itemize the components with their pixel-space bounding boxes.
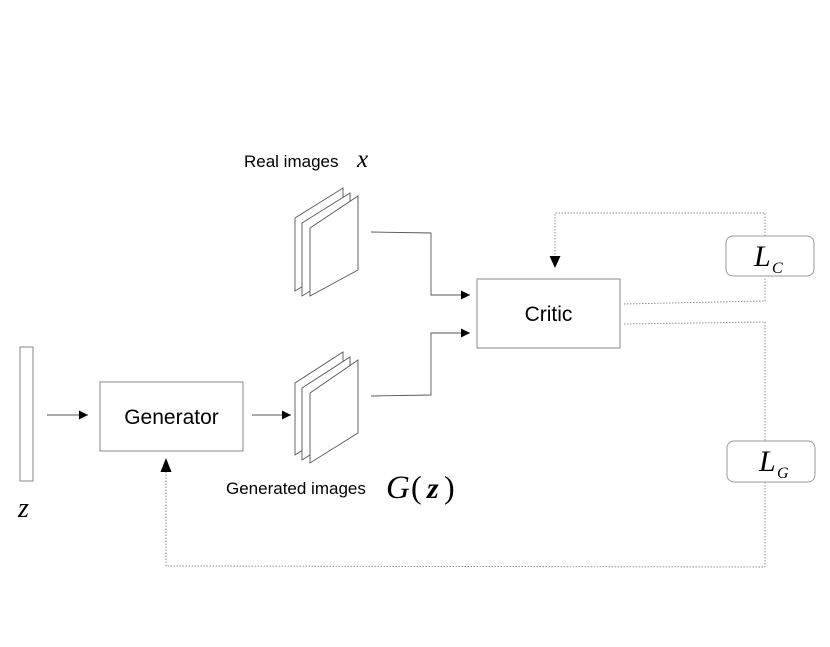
generator-label: Generator xyxy=(124,406,219,429)
loss-generator-base: L xyxy=(758,445,776,478)
latent-vector xyxy=(19,346,34,482)
lc-feedback-arrowhead xyxy=(549,256,561,268)
lg-feedback-line xyxy=(165,468,766,568)
generated-images-close-paren: ) xyxy=(444,469,455,505)
generated-images-stack xyxy=(294,351,359,464)
generated-images-label: Generated images xyxy=(226,479,366,498)
lg-feedback-arrowhead xyxy=(160,458,172,472)
loss-generator-subscript: G xyxy=(777,465,789,482)
real-images-label: Real images xyxy=(244,152,339,171)
latent-symbol: z xyxy=(17,493,29,524)
real-images-symbol: x xyxy=(356,146,368,173)
critic-box xyxy=(476,278,621,349)
critic-label: Critic xyxy=(525,303,573,326)
lc-feedback-line xyxy=(554,212,766,263)
arrow-generated-to-critic xyxy=(370,328,470,397)
loss-critic-box xyxy=(725,235,815,277)
generated-images-arg: z xyxy=(426,472,439,505)
loss-generator-box xyxy=(726,440,816,483)
generated-images-func: G xyxy=(386,470,410,506)
arrow-real-to-critic xyxy=(370,231,470,300)
critic-to-lc-line xyxy=(623,277,766,305)
real-images-stack xyxy=(294,187,359,297)
loss-critic-subscript: C xyxy=(772,260,783,277)
critic-to-lg-line xyxy=(623,321,766,441)
loss-critic-base: L xyxy=(753,240,771,273)
generator-box xyxy=(99,381,244,452)
generated-images-open-paren: ( xyxy=(411,469,422,505)
